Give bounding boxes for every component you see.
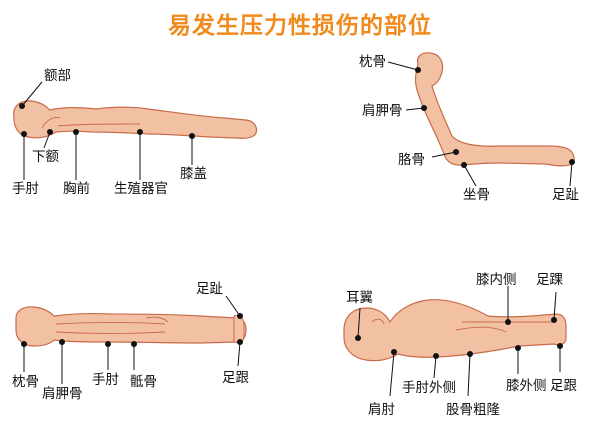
prone-body	[13, 100, 258, 139]
label-prone-knee: 膝盖	[180, 166, 207, 182]
label-supine-toes: 足趾	[196, 281, 223, 297]
label-prone-forehead: 额部	[44, 68, 71, 84]
supine-body	[15, 306, 247, 347]
label-lateral-ankle: 足踝	[536, 272, 564, 288]
label-sitting-toes: 足趾	[552, 187, 579, 203]
label-lateral-ear: 耳翼	[346, 290, 373, 306]
sitting-body	[414, 52, 575, 167]
label-lateral-elbow-outer: 手肘外侧	[402, 380, 456, 396]
figure-prone: 额部 下额 手肘 胸前 生殖器官 膝盖	[12, 68, 258, 197]
label-prone-genital: 生殖器官	[114, 180, 168, 197]
label-lateral-heel: 足跟	[550, 378, 578, 394]
figure-sitting: 枕骨 肩胛骨 胳骨 坐骨 足趾	[359, 52, 579, 203]
page-title: 易发生压力性损伤的部位	[168, 13, 432, 39]
lateral-body	[343, 299, 567, 362]
label-lateral-knee-inner: 膝内侧	[476, 272, 517, 288]
label-supine-elbow: 手肘	[92, 372, 119, 388]
figure-lateral: 耳翼 膝内侧 足踝 肩肘 手肘外侧 股骨粗隆 膝外侧 足跟	[343, 272, 578, 418]
label-prone-chin: 下额	[32, 149, 59, 165]
label-sitting-ischium: 坐骨	[463, 187, 490, 203]
label-prone-chest: 胸前	[63, 180, 90, 197]
label-lateral-trochanter: 股骨粗隆	[446, 402, 500, 418]
label-lateral-elbow: 肩肘	[368, 402, 395, 418]
label-supine-sacrum: 骶骨	[130, 374, 157, 390]
supine-foot	[233, 315, 245, 344]
label-supine-scapula: 肩胛骨	[42, 386, 83, 402]
label-sitting-occiput: 枕骨	[359, 54, 386, 70]
label-sitting-scapula: 肩胛骨	[362, 103, 403, 119]
label-supine-occiput: 枕骨	[12, 374, 39, 390]
label-supine-heel: 足跟	[222, 370, 249, 386]
label-prone-elbow: 手肘	[12, 181, 39, 197]
figure-supine: 足趾 枕骨 肩胛骨 手肘 骶骨 足跟	[12, 281, 249, 402]
label-lateral-knee-outer: 膝外侧	[506, 378, 547, 394]
label-sitting-elbow: 胳骨	[398, 152, 425, 168]
